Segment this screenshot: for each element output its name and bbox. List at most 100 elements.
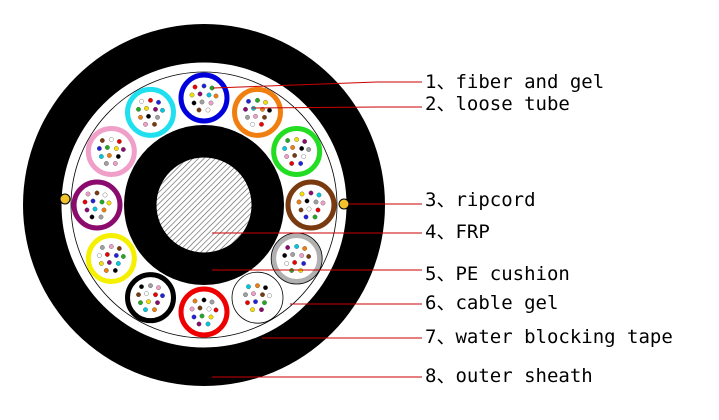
fiber [251, 291, 256, 297]
fiber [155, 114, 160, 120]
fiber [206, 306, 212, 312]
label-frp: 4、FRP [425, 221, 490, 243]
fiber [113, 146, 119, 151]
loose-tube [231, 271, 284, 324]
fiber [92, 206, 98, 212]
fiber [106, 153, 112, 158]
fiber [192, 84, 198, 90]
ripcord-left [59, 193, 71, 205]
leader-line-1 [212, 81, 422, 89]
fiber [260, 292, 265, 298]
loose-tube-ring [271, 126, 323, 177]
fiber [99, 138, 105, 143]
fiber [116, 139, 122, 144]
fiber [315, 207, 321, 213]
fiber [285, 138, 291, 143]
fiber [259, 121, 264, 127]
fiber [146, 113, 151, 119]
label-cable-gel: 6、cable gel [425, 292, 558, 314]
loose-tube-ring [234, 274, 281, 322]
fiber [320, 200, 326, 206]
fiber [312, 214, 318, 220]
fiber [197, 91, 203, 97]
fiber [112, 161, 118, 166]
fiber [292, 260, 298, 265]
fiber [106, 260, 112, 265]
fiber [290, 145, 296, 150]
loose-tube-ring [178, 72, 230, 124]
fiber [209, 299, 215, 305]
fiber [267, 107, 272, 113]
fiber [298, 161, 304, 166]
loose-tube [285, 179, 337, 231]
fiber [146, 299, 151, 305]
loose-tube-ring [85, 126, 137, 177]
fiber [152, 121, 157, 127]
loose-tube [85, 233, 137, 284]
loose-tubes [71, 72, 337, 338]
fiber [199, 99, 205, 105]
loose-tube [232, 86, 283, 138]
fiber [115, 154, 121, 159]
loose-tube-ring [285, 179, 337, 231]
fiber [197, 305, 203, 311]
fiber [299, 146, 305, 151]
fiber [205, 321, 211, 327]
fiber [148, 283, 153, 289]
fiber [85, 191, 91, 197]
fiber [139, 284, 144, 290]
fiber [98, 154, 104, 159]
fiber [148, 97, 153, 103]
fiber [313, 199, 319, 205]
fiber [96, 146, 102, 151]
fiber [104, 252, 110, 257]
fiber [196, 107, 202, 113]
frp-core [155, 156, 253, 254]
fiber [302, 246, 308, 251]
fiber [138, 300, 143, 306]
fiber [263, 99, 268, 105]
fiber [152, 307, 157, 313]
fiber [108, 137, 114, 142]
fiber [208, 100, 214, 106]
fiber [213, 307, 219, 313]
fiber [298, 207, 304, 213]
fiber [255, 283, 260, 289]
fiber [153, 292, 158, 298]
fiber [153, 106, 158, 112]
loose-tube-ring [125, 86, 176, 138]
fiber [246, 98, 251, 104]
fiber [144, 105, 149, 111]
fiber [306, 254, 312, 259]
fiber [308, 190, 314, 196]
fiber [201, 297, 207, 303]
fiber [253, 299, 258, 305]
fiber [106, 200, 112, 206]
loose-tube [71, 179, 123, 231]
fiber [301, 154, 307, 159]
fiber [282, 253, 288, 258]
fiber [296, 199, 302, 205]
fiber [102, 192, 108, 198]
fiber [103, 268, 109, 273]
loose-tube [178, 72, 230, 124]
fiber [302, 139, 308, 144]
fiber [208, 314, 214, 320]
fiber [191, 100, 197, 106]
fiber [289, 161, 295, 166]
label-outer-sheath: 8、outer sheath [425, 365, 593, 387]
fiber [306, 206, 312, 212]
ripcord-right [338, 198, 350, 210]
fiber [116, 246, 122, 251]
fiber [120, 254, 126, 259]
fiber [263, 285, 268, 291]
label-loose-tube: 2、loose tube [425, 93, 570, 115]
fiber [299, 253, 305, 258]
label-pe-cushion: 5、PE cushion [425, 263, 570, 285]
fiber [262, 300, 267, 306]
fiber [112, 268, 118, 273]
fiber [120, 147, 126, 152]
fiber [82, 199, 88, 205]
